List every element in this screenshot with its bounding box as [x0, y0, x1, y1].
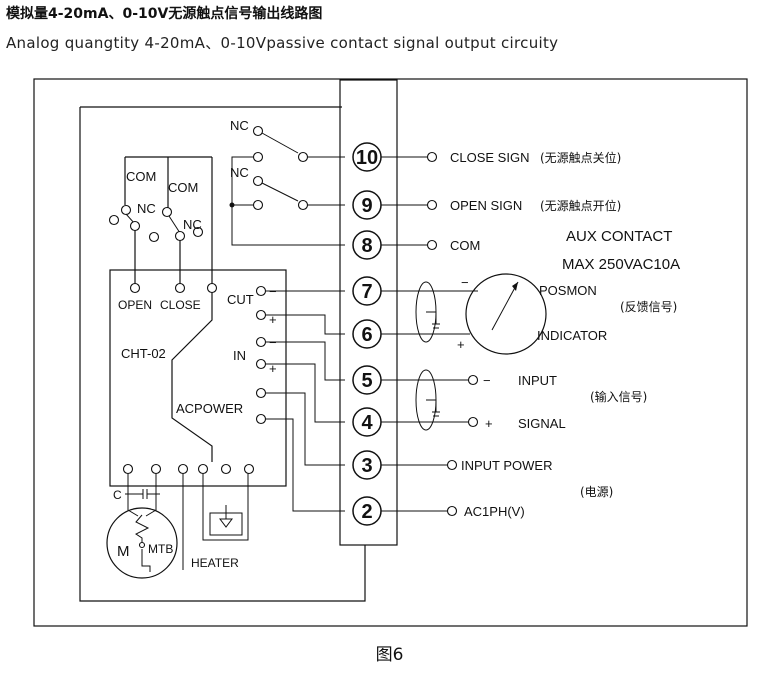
svg-text:2: 2: [361, 501, 372, 523]
svg-text:9: 9: [361, 195, 372, 217]
motor-label: M: [117, 543, 130, 560]
switch-contact: [108, 214, 120, 226]
mtb-label: MTB: [148, 542, 173, 556]
board-terminal: [129, 282, 141, 294]
outer-frame: [33, 78, 748, 627]
terminal-8: 8: [352, 230, 382, 260]
power-cn-label: (电源): [580, 485, 613, 499]
terminal-10: 10: [352, 142, 382, 172]
in-label: IN: [233, 348, 246, 363]
indicator-label: INDICATOR: [537, 328, 607, 343]
switch-contact: [148, 231, 160, 243]
input-label: INPUT: [518, 373, 557, 388]
switch-contact: [161, 206, 173, 218]
board-terminal: [177, 463, 189, 475]
ind-plus-label: +: [457, 337, 465, 352]
ind-minus-label: −: [461, 275, 469, 290]
input-power-label: INPUT POWER: [461, 458, 553, 473]
nc-label: NC: [137, 201, 156, 216]
controller-board: [109, 269, 287, 487]
capacitor-label: C: [113, 488, 122, 502]
title-chinese: 模拟量4-20mA、0-10V无源触点信号输出线路图: [6, 6, 323, 22]
plus-label: +: [269, 361, 277, 376]
open-sign-cn-label: (无源触点开位): [540, 198, 621, 213]
cut-label: CUT: [227, 292, 254, 307]
board-terminal: [220, 463, 232, 475]
svg-text:4: 4: [361, 412, 373, 434]
terminal-9: 9: [352, 190, 382, 220]
figure-caption: 图6: [375, 645, 404, 665]
close-sign-cn-label: (无源触点关位): [540, 150, 621, 165]
close-label: CLOSE: [160, 298, 201, 312]
switch-contact: [120, 204, 132, 216]
switch-contact: [129, 220, 141, 232]
controller-model-label: CHT-02: [121, 346, 166, 361]
switch-contact: [192, 226, 204, 238]
posmon-label: POSMON: [539, 283, 597, 298]
svg-text:10: 10: [356, 147, 378, 169]
com-label: COM: [126, 169, 156, 184]
open-sign-label: OPEN SIGN: [450, 198, 522, 213]
terminal-6: 6: [352, 319, 382, 349]
terminal-3: 3: [352, 450, 382, 480]
board-terminal: [255, 285, 267, 297]
board-terminal: [197, 463, 209, 475]
terminal-5: 5: [352, 365, 382, 395]
nc-label: NC: [230, 165, 249, 180]
board-terminal: [174, 282, 186, 294]
board-terminal: [122, 463, 134, 475]
board-terminal: [206, 282, 218, 294]
max-rating-label: MAX 250VAC10A: [562, 256, 680, 273]
signal-plus-label: +: [485, 416, 493, 431]
board-terminal: [255, 387, 267, 399]
svg-text:6: 6: [361, 324, 372, 346]
svg-text:7: 7: [361, 281, 372, 303]
board-terminal: [150, 463, 162, 475]
motor-symbol: [106, 507, 178, 579]
open-label: OPEN: [118, 298, 152, 312]
svg-text:8: 8: [361, 235, 372, 257]
indicator-meter: [465, 273, 547, 355]
board-terminal: [255, 358, 267, 370]
switch-contact: [174, 230, 186, 242]
board-terminal: [255, 413, 267, 425]
close-sign-label: CLOSE SIGN: [450, 150, 529, 165]
board-terminal: [255, 309, 267, 321]
com-output-label: COM: [450, 238, 480, 253]
limit-switch-wiring: [124, 156, 213, 285]
title-english: Analog quangtity 4-20mA、0-10Vpassive con…: [6, 34, 559, 52]
input-minus-label: −: [483, 373, 491, 388]
actuator-outline: [79, 106, 366, 602]
board-terminal: [243, 463, 255, 475]
plus-label: +: [269, 312, 277, 327]
board-terminal: [255, 336, 267, 348]
terminal-2: 2: [352, 496, 382, 526]
terminal-7: 7: [352, 276, 382, 306]
nc-label: NC: [183, 217, 202, 232]
signal-label: SIGNAL: [518, 416, 566, 431]
com-label: COM: [168, 180, 198, 195]
ac1ph-label: AC1PH(V): [464, 504, 525, 519]
terminal-4: 4: [352, 407, 382, 437]
svg-text:5: 5: [361, 370, 372, 392]
nc-label: NC: [230, 118, 249, 133]
heater-label: HEATER: [191, 556, 239, 570]
aux-contact-label: AUX CONTACT: [566, 228, 672, 245]
terminal-strip: [339, 79, 398, 546]
feedback-cn-label: (反馈信号): [620, 300, 677, 314]
acpower-label: ACPOWER: [176, 401, 243, 416]
input-cn-label: (输入信号): [590, 389, 647, 404]
svg-text:3: 3: [361, 455, 372, 477]
